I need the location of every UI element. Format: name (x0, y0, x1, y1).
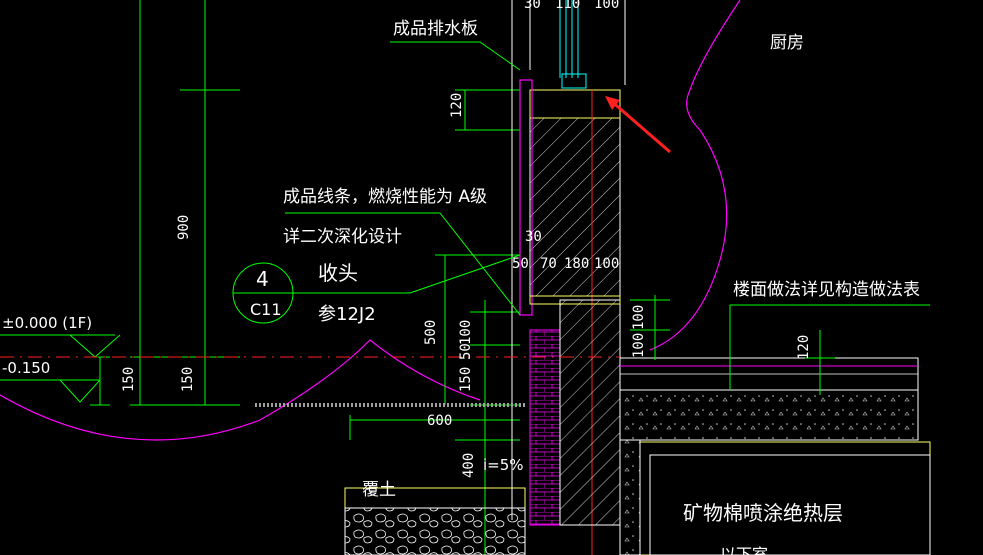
level-marker-0 (0, 334, 121, 358)
dim-180: 180 (564, 256, 589, 272)
wall-footing (529, 295, 621, 305)
label-floor-note: 楼面做法详见构造做法表 (733, 280, 920, 300)
wall-cap (529, 89, 621, 119)
leader-lines (285, 41, 930, 390)
dim-400: 400 (461, 453, 477, 478)
label-trim-line2: 详二次深化设计 (283, 227, 402, 247)
label-bottom-partial: 以下室 (720, 545, 768, 555)
dim-500: 500 (423, 320, 439, 345)
dim-70: 70 (540, 256, 557, 272)
dim-150-b: 150 (180, 367, 196, 392)
magenta-insulation-upper (519, 79, 533, 316)
lower-wall-brick (529, 329, 561, 526)
dim-150-v1: 150 (458, 367, 474, 392)
label-drain-board: 成品排水板 (393, 19, 478, 39)
level-neg-text: -0.150 (2, 359, 50, 377)
dim-50: 50 (512, 256, 529, 272)
level-0-text: ±0.000 (1F) (2, 314, 92, 332)
red-arrow (609, 98, 671, 154)
detail-number: 4 (256, 267, 269, 291)
right-dimension-lines (630, 295, 835, 395)
dim-100-v: 100 (458, 320, 474, 345)
dim-120-r: 120 (796, 335, 812, 360)
label-soil: 覆土 (362, 480, 396, 500)
door-swing-arc-left (0, 339, 481, 441)
lower-room-inner (649, 454, 931, 555)
gravel-layer (344, 507, 526, 555)
label-kitchen: 厨房 (770, 33, 804, 53)
dim-50-v: 50 (458, 343, 474, 360)
lower-room-concrete (619, 439, 641, 555)
label-insulation: 矿物棉喷涂绝热层 (683, 501, 843, 525)
dim-120-a: 120 (449, 93, 465, 118)
dim-30-mid: 30 (525, 229, 542, 245)
dim-100-r: 100 (631, 305, 647, 330)
dim-600: 600 (427, 413, 452, 429)
floor-slab-concrete (619, 389, 919, 441)
lower-room-outline (639, 441, 931, 555)
upper-wall-hatch (529, 117, 621, 297)
detail-reference: 参12J2 (318, 304, 376, 325)
window-frame-lines (511, 0, 626, 520)
dim-100-r2: 100 (631, 333, 647, 358)
dim-100-mid: 100 (594, 256, 619, 272)
label-slope: i=5% (483, 456, 524, 474)
window-glass (559, 0, 587, 89)
detail-sheet: C11 (250, 300, 282, 319)
red-arrow-head (605, 96, 620, 110)
dim-150-a: 150 (121, 367, 137, 392)
door-swing-arc-right (649, 0, 741, 351)
dim-900: 900 (176, 215, 192, 240)
dim-100-top: 100 (594, 0, 619, 12)
level-marker-neg (0, 379, 101, 403)
dim-110-top: 110 (555, 0, 580, 12)
label-trim-line1: 成品线条，燃烧性能为 A级 (283, 187, 487, 207)
dim-30-top: 30 (524, 0, 541, 12)
lower-wall-hatch (559, 299, 621, 526)
detail-title: 收头 (318, 261, 358, 285)
